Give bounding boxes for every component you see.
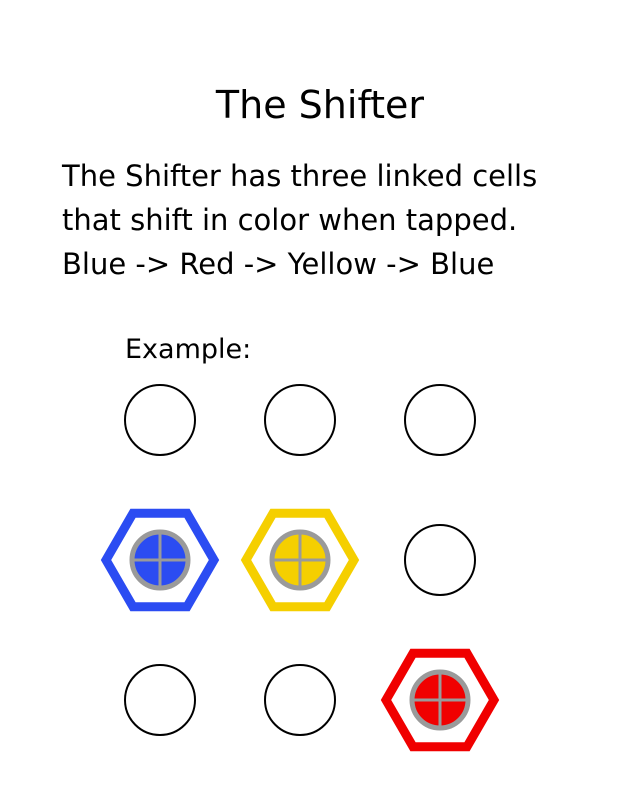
red-shifter-cell[interactable]: [380, 648, 500, 752]
empty-cell[interactable]: [124, 664, 196, 736]
page-title: The Shifter: [215, 83, 425, 127]
description-line-3: Blue -> Red -> Yellow -> Blue: [62, 247, 495, 281]
empty-cell[interactable]: [264, 664, 336, 736]
description-line-2: that shift in color when tapped.: [62, 203, 518, 237]
blue-shifter-cell[interactable]: [100, 508, 220, 612]
crosshair-icon: [132, 532, 188, 588]
example-label: Example:: [125, 334, 252, 365]
crosshair-icon: [272, 532, 328, 588]
empty-cell[interactable]: [404, 384, 476, 456]
empty-cell[interactable]: [124, 384, 196, 456]
yellow-shifter-cell[interactable]: [240, 508, 360, 612]
description-line-1: The Shifter has three linked cells: [62, 159, 538, 193]
description: The Shifter has three linked cells that …: [62, 154, 622, 286]
empty-cell[interactable]: [264, 384, 336, 456]
crosshair-icon: [412, 672, 468, 728]
empty-cell[interactable]: [404, 524, 476, 596]
